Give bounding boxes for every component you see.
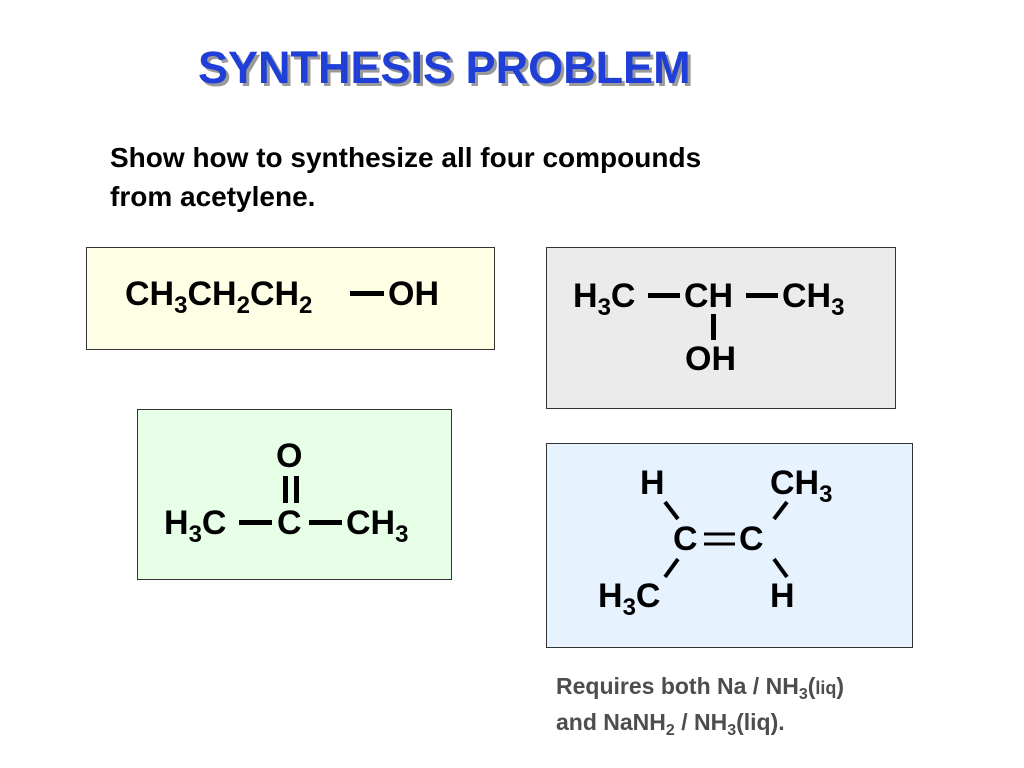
butene-h3c-bottom: H3C <box>598 577 661 621</box>
instructions-line-2: from acetylene. <box>110 181 316 212</box>
butene-bond-h-top <box>663 500 680 521</box>
isopropanol-oh: OH <box>685 340 736 378</box>
butene-h-top: H <box>640 464 665 502</box>
propanol-oh: OH <box>388 275 439 313</box>
isopropanol-right-methyl: CH3 <box>782 277 845 321</box>
compound-box-isopropanol <box>546 247 896 409</box>
reagent-note-line-2: and NaNH2 / NH3(liq). <box>556 709 785 739</box>
instructions: Show how to synthesize all four compound… <box>110 138 870 216</box>
isopropanol-left-bond <box>648 293 680 298</box>
compound-box-propanol <box>86 247 495 350</box>
butene-bond-ch3-top <box>772 500 789 521</box>
acetone-left-bond <box>239 520 272 525</box>
isopropanol-c-o-bond <box>711 314 716 340</box>
butene-c-right: C <box>739 520 764 558</box>
butene-h-bottom: H <box>770 577 795 615</box>
isopropanol-right-bond <box>746 293 778 298</box>
butene-ch3-top: CH3 <box>770 464 833 508</box>
acetone-left-methyl: H3C <box>164 504 227 548</box>
butene-bond-h3c-bottom <box>663 557 680 579</box>
propanol-c-o-bond <box>350 291 384 296</box>
acetone-oxygen: O <box>276 437 303 475</box>
instructions-line-1: Show how to synthesize all four compound… <box>110 142 702 173</box>
acetone-carbonyl-carbon: C <box>277 504 302 542</box>
reagent-note-line-1: Requires both Na / NH3(liq) <box>556 673 845 703</box>
butene-bonds <box>663 500 789 579</box>
reagent-note: Requires both Na / NH3(liq) and NaNH2 / … <box>556 670 844 742</box>
isopropanol-left-methyl: H3C <box>573 277 636 321</box>
page-title: SYNTHESIS PROBLEM <box>198 42 691 93</box>
butene-c-left: C <box>673 520 698 558</box>
propanol-chain: CH3CH2CH2 <box>125 275 313 319</box>
isopropanol-center: CH <box>684 277 734 315</box>
acetone-right-methyl: CH3 <box>346 504 409 548</box>
acetone-right-bond <box>309 520 342 525</box>
butene-bond-h-bottom <box>772 557 789 579</box>
acetone-double-bond-b <box>294 476 299 503</box>
acetone-double-bond-a <box>283 476 288 503</box>
